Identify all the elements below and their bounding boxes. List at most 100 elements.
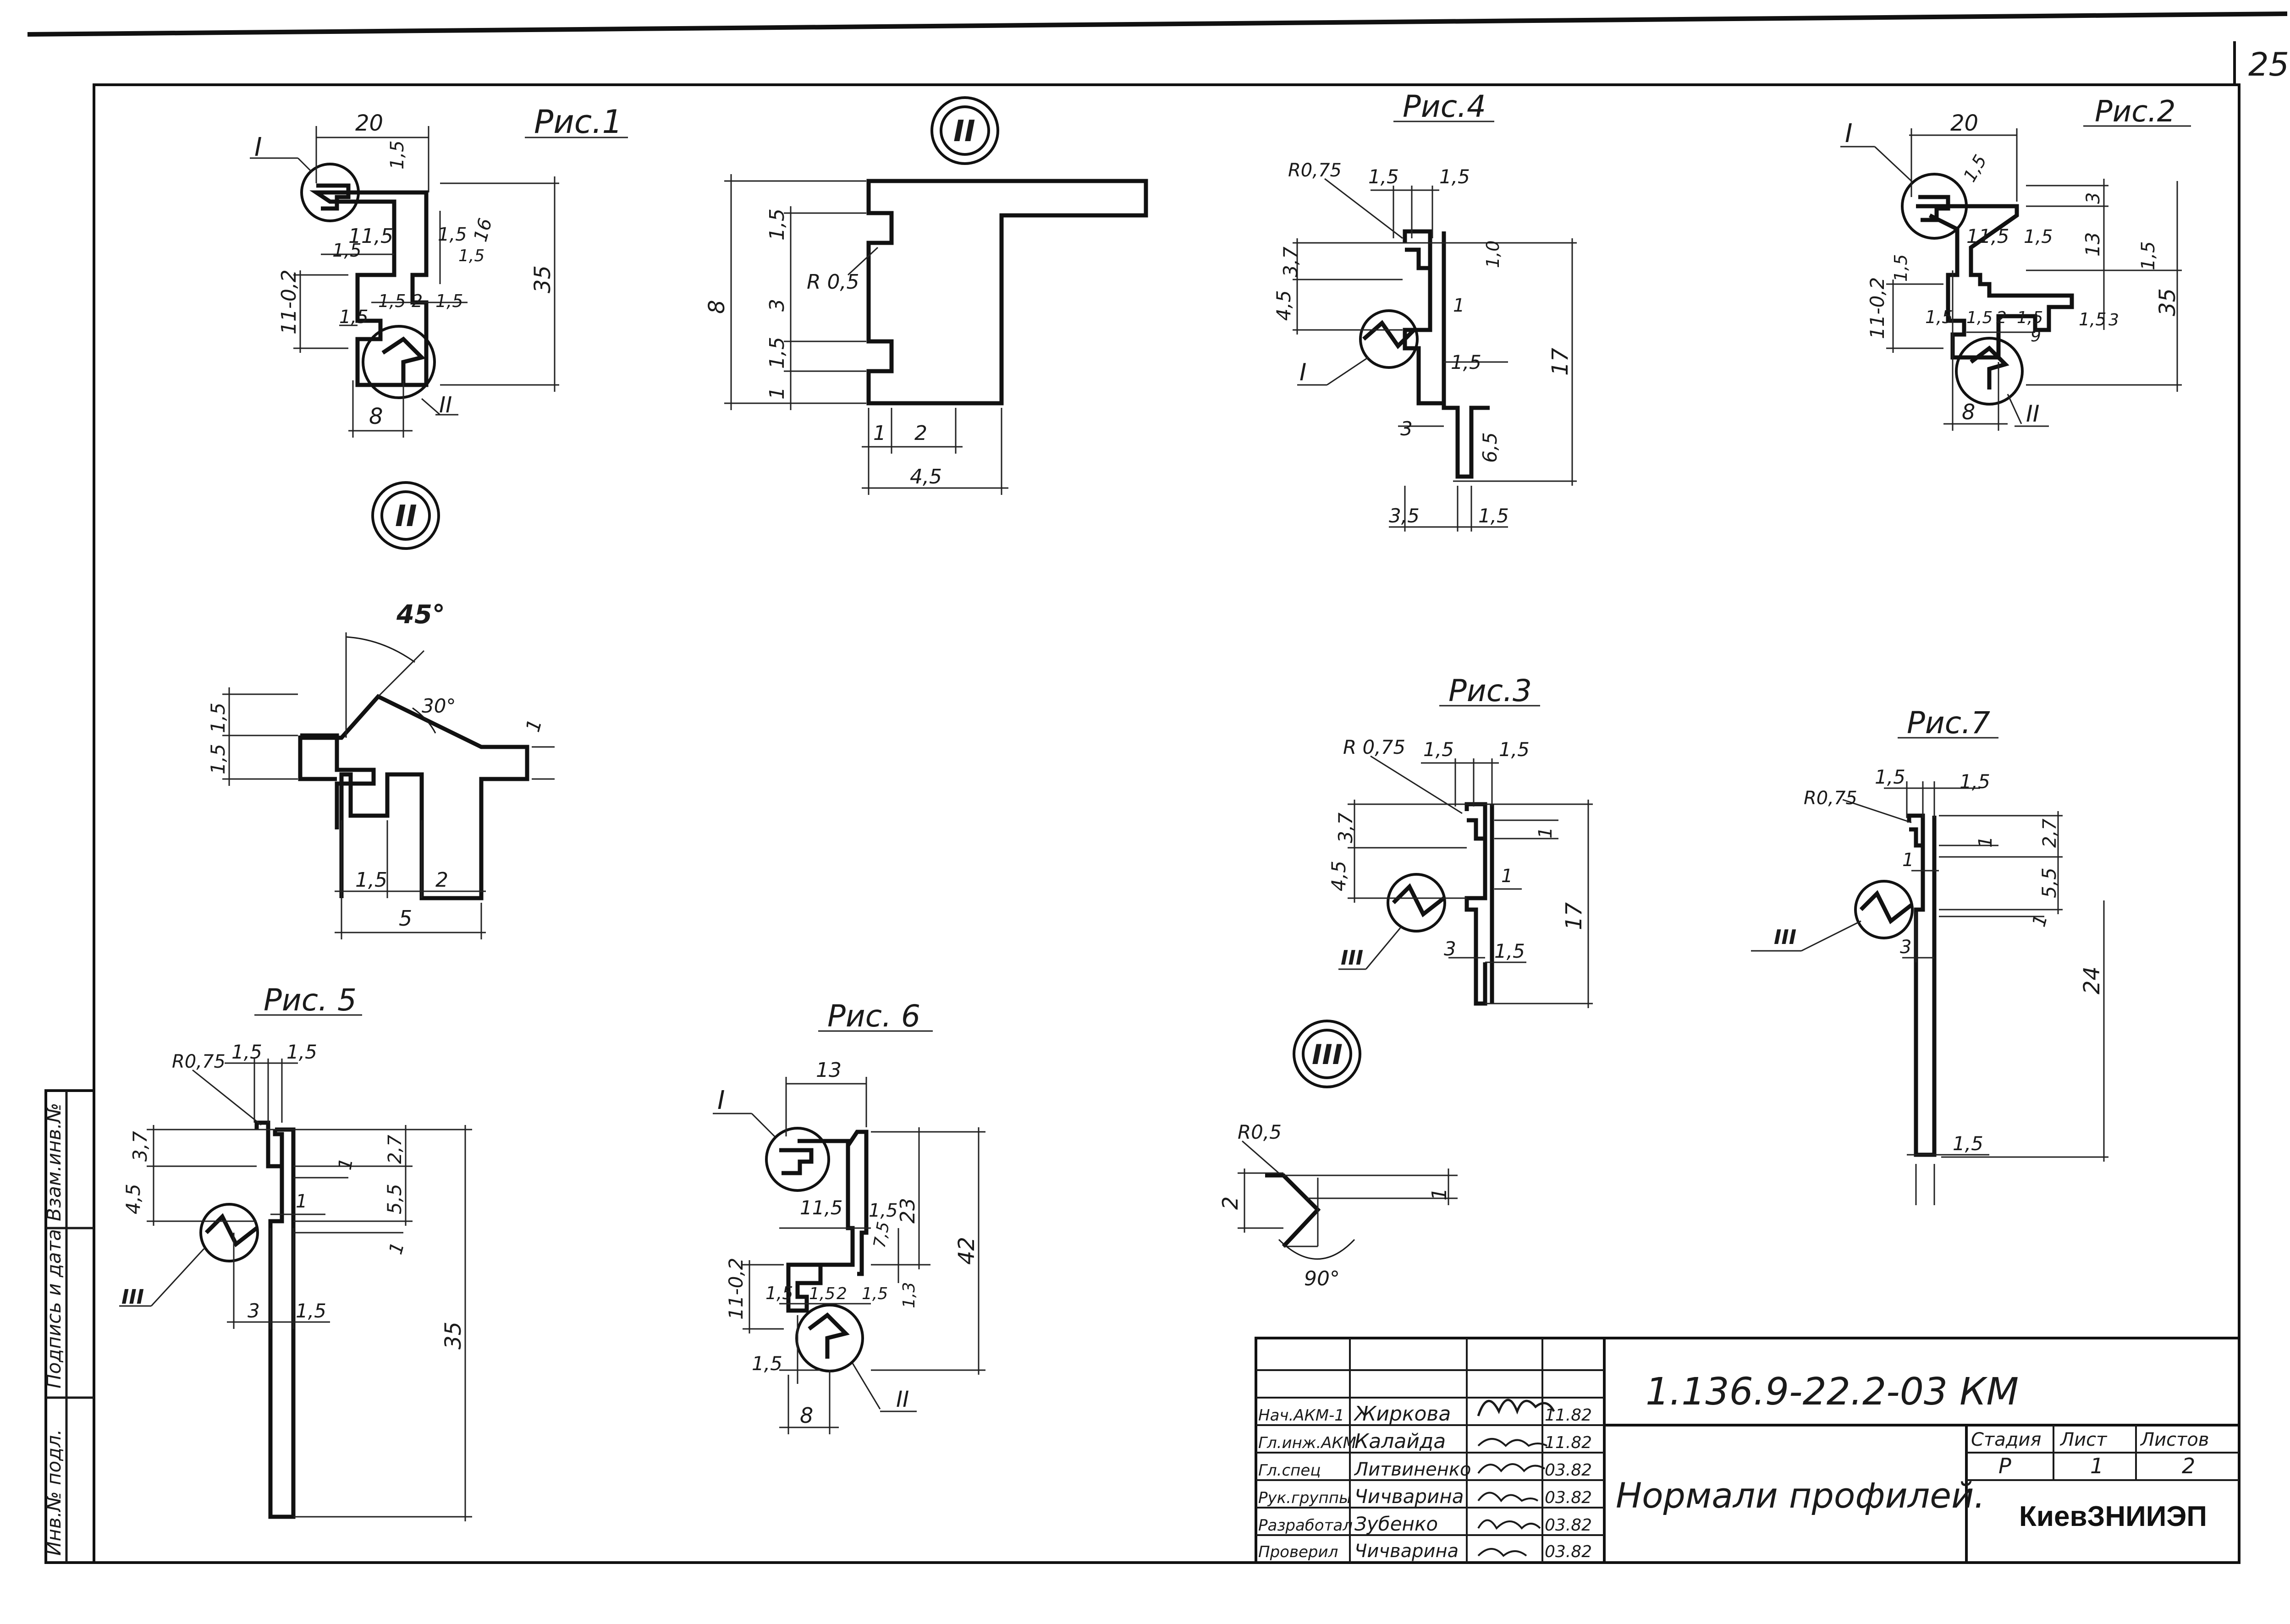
side-stamp-invno: Инв.№ подл. <box>43 1429 65 1556</box>
side-stamp-signdate: Подпись и дата <box>43 1229 65 1388</box>
detail-II-top-title: II <box>953 115 975 148</box>
title-block: 1.136.9-22.2-03 КМ Нормали профилей. Кие… <box>1255 1337 2240 1564</box>
top-edge <box>27 11 2288 37</box>
callout-circle-III <box>1854 880 1914 939</box>
dim-label: 7,5 <box>870 1220 893 1250</box>
figure-1-title: Рис.1 <box>534 103 622 141</box>
detail-III-title: III <box>1312 1039 1343 1071</box>
dim-label: 1,5 <box>286 1041 317 1063</box>
figure-2-title: Рис.2 <box>2095 95 2175 129</box>
dim-label: 1,5 <box>2024 226 2053 247</box>
dim-label: 3,5 <box>1389 505 1420 527</box>
dim-label: 1,5 <box>1368 165 1399 188</box>
dim-label: 1,5 <box>809 1284 835 1303</box>
dim-label: 2,7 <box>2039 818 2060 848</box>
dim-label: 8 <box>369 404 383 429</box>
dim-label: 1,3 <box>900 1282 919 1308</box>
dim-label: 1,5 <box>231 1041 262 1063</box>
dim-label: 1,5 <box>355 868 387 892</box>
callout-circle-II <box>362 325 436 399</box>
dim-label: 13 <box>2081 232 2104 257</box>
dim-label: 11,5 <box>348 225 393 248</box>
figure-3-title: Рис.3 <box>1448 673 1532 708</box>
detail-III: III R0,5 2 1 90° <box>1218 1020 1458 1290</box>
callout-II-label: II <box>896 1387 909 1412</box>
dim-label: 2,7 <box>385 1135 406 1164</box>
dim-label: 30° <box>422 695 456 717</box>
dim-label: 17 <box>1561 902 1587 930</box>
sig-name: Чичварина <box>1354 1485 1464 1508</box>
dim-label: R0,75 <box>1804 788 1857 809</box>
figure-4: Рис.4 I R0,75 1,5 1,5 3,7 4,5 1,0 1 1,5 <box>1272 89 1577 532</box>
dim-label: 1,5 <box>438 224 467 245</box>
dim-label: 5,5 <box>383 1184 406 1214</box>
figure-7-title: Рис.7 <box>1907 705 1990 741</box>
dim-label: 3 <box>248 1300 260 1322</box>
dim-label: 90° <box>1304 1267 1340 1290</box>
figure-6: Рис. 6 I II 13 11,5 1,5 7,5 <box>713 999 985 1434</box>
dim-label: 1 <box>1428 1188 1451 1201</box>
dim-label: 35 <box>530 265 556 293</box>
dim-label: 20 <box>355 110 383 136</box>
dim-label: R0,5 <box>1238 1121 1282 1143</box>
dim-label: 1 <box>296 1191 307 1212</box>
callout-circle-I <box>1901 173 1968 240</box>
signature-rows: Нач.АКМ-1 Жиркова 11.82 Гл.инж.АКМ Калай… <box>1258 1402 1592 1562</box>
dim-label: 3,7 <box>1334 812 1357 843</box>
figure-2: Рис.2 I II 20 1,5 3 11,5 1,5 13 1, <box>1840 95 2191 431</box>
dim-label: 3,7 <box>1279 247 1302 277</box>
dim-label: 1,5 <box>765 337 789 369</box>
callout-circle-II <box>1955 337 2024 406</box>
dim-label: 1,5 <box>1966 308 1993 327</box>
dim-label: 13 <box>816 1059 842 1082</box>
dim-label: 1 <box>1501 866 1513 887</box>
sig-role: Гл.инж.АКМ <box>1258 1434 1356 1452</box>
dim-label: 1 <box>873 422 886 445</box>
dim-label: 1,5 <box>752 1352 782 1375</box>
callout-I-label: I <box>1845 119 1853 148</box>
dim-label: 35 <box>2155 288 2180 316</box>
dim-label: 2 <box>412 291 423 311</box>
dim-label: 11,5 <box>1966 225 2009 247</box>
dim-label: 35 <box>440 1322 466 1350</box>
dim-label: 4,5 <box>1327 861 1350 891</box>
side-stamp: Инв.№ подл. Подпись и дата Взам.инв.№ <box>43 1089 95 1564</box>
callout-II-label: II <box>2026 401 2040 427</box>
dim-label: 1,5 <box>296 1300 326 1322</box>
drawing-frame <box>93 83 2240 1564</box>
dim-label: 1,5 <box>207 744 229 774</box>
dim-label: 1,5 <box>458 247 484 265</box>
dim-label: 1,5 <box>378 291 406 311</box>
org-name: КиевЗНИИЭП <box>2019 1501 2207 1532</box>
detail-II-middle-title: II <box>395 499 417 533</box>
dim-label: 1,5 <box>765 208 789 241</box>
callout-I-label: I <box>254 132 262 162</box>
dim-label: 2 <box>1996 308 2007 327</box>
dim-label: 1,5 <box>1953 1132 1983 1155</box>
sig-name: Чичварина <box>1354 1541 1459 1562</box>
dim-label: 1,5 <box>2079 309 2106 329</box>
callout-circle-I <box>300 163 360 222</box>
side-stamp-replace: Взам.инв.№ <box>43 1103 65 1221</box>
callout-II-label: II <box>439 392 452 418</box>
sig-role: Разработал <box>1258 1516 1353 1535</box>
dim-label: 3,7 <box>129 1131 151 1162</box>
dim-label: R 0,5 <box>807 270 859 294</box>
signature-mark <box>1477 1519 1541 1530</box>
dim-label: 24 <box>2079 966 2105 994</box>
dim-label: 1,5 <box>1439 165 1470 188</box>
dim-label: 9 <box>2031 327 2041 346</box>
page-number: 25 <box>2248 46 2289 83</box>
sig-name: Литвиненко <box>1354 1459 1471 1480</box>
figure-5-title: Рис. 5 <box>264 982 357 1018</box>
callout-circle-I <box>765 1127 830 1192</box>
detail-II-middle: II 45° 30° 1,5 1,5 1 1,5 2 5 <box>207 481 555 939</box>
dim-label: 4,5 <box>1272 290 1295 321</box>
dim-label: 1,5 <box>869 1200 898 1221</box>
callout-label: III <box>121 1285 144 1309</box>
figure-1: Рис.1 I II 20 1,5 11,5 1,5 16 <box>250 103 628 438</box>
dim-label: 8 <box>704 300 730 314</box>
callout-circle-III <box>1387 873 1446 933</box>
dim-label: 1 <box>1975 836 1996 848</box>
dim-label: 2 <box>837 1284 847 1303</box>
